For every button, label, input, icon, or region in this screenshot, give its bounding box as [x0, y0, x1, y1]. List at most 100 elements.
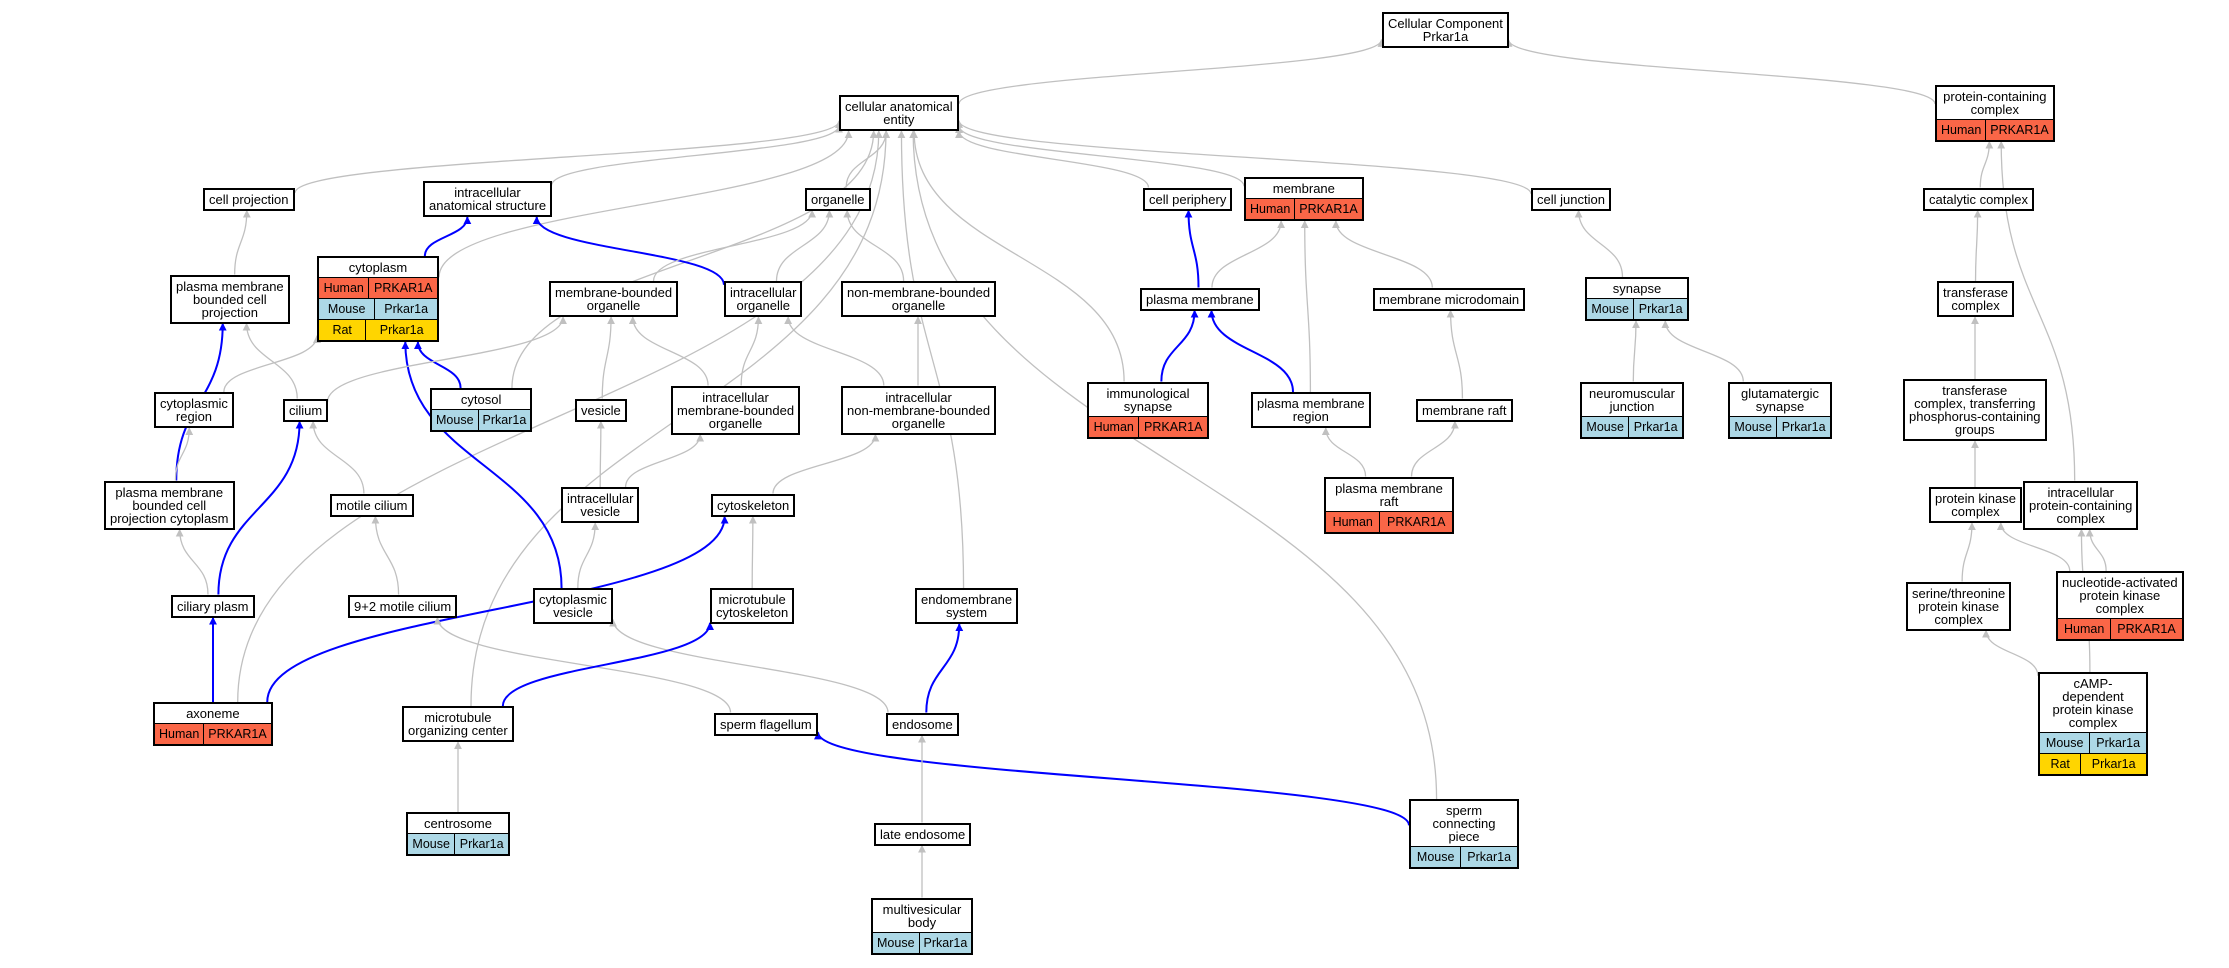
edge-intorg-to-organelle: [775, 209, 834, 282]
node-label: non-membrane-bounded organelle: [847, 285, 991, 313]
gene-name: PRKAR1A: [1387, 515, 1446, 529]
node-stpkc: serine/threonine protein kinase complex: [1906, 582, 2012, 631]
node-endosome: endosome: [886, 713, 959, 736]
species-name: Mouse: [319, 299, 376, 319]
edge-pmraft-to-pmregion: [1321, 427, 1367, 477]
gene-name: PRKAR1A: [2117, 622, 2176, 636]
node-label: late endosome: [880, 827, 966, 842]
edge-pm-to-membrane: [1211, 220, 1286, 288]
node-pm: plasma membrane: [1140, 288, 1260, 311]
species-name: Mouse: [1582, 417, 1630, 437]
edge-endomem-to-cae: [897, 130, 965, 589]
node-label: sperm connecting piece: [1432, 803, 1496, 844]
edge-nmj-to-synapse: [1632, 320, 1641, 382]
node-intorg: intracellular organelle: [724, 281, 803, 317]
edge-inmbo-to-intorg: [784, 316, 885, 386]
node-label: cell periphery: [1149, 192, 1227, 207]
node-cilium: cilium: [283, 399, 329, 422]
node-cc: Cellular Component Prkar1a: [1382, 12, 1509, 48]
node-mtcyto: microtubule cytoskeleton: [710, 588, 795, 624]
node-label: membrane raft: [1422, 403, 1507, 418]
edge-organelle-to-cae: [845, 130, 891, 188]
edge-pmbcpc-to-cytoreg: [174, 427, 194, 481]
gene-name: Prkar1a: [2096, 736, 2141, 750]
edge-pmregion-to-membrane: [1300, 220, 1312, 393]
node-label: intracellular non-membrane-bounded organ…: [847, 390, 991, 431]
edge-pmbcp-to-cellproj: [234, 209, 251, 275]
species-name: Mouse: [873, 933, 920, 953]
node-label: glutamatergic synapse: [1740, 386, 1820, 414]
species-name: Mouse: [408, 834, 456, 854]
node-label: cell junction: [1537, 192, 1605, 207]
node-motile: motile cilium: [330, 494, 414, 517]
gene-name: Prkar1a: [1638, 302, 1683, 316]
node-label: cell projection: [209, 192, 289, 207]
edge-mtoc-to-mtcyto: [501, 622, 714, 707]
species-name: Human: [2058, 619, 2112, 639]
node-celljunc: cell junction: [1531, 188, 1611, 211]
edge-immsyn-to-pm: [1160, 309, 1199, 382]
gene-name: Prkar1a: [1633, 420, 1678, 434]
node-label: endomembrane system: [921, 592, 1013, 620]
edge-napkc-to-pkc: [1996, 522, 2071, 572]
node-pmregion: plasma membrane region: [1251, 392, 1371, 428]
gene-name: PRKAR1A: [374, 281, 433, 295]
edge-intorg-to-ias: [532, 216, 725, 286]
node-label: catalytic complex: [1929, 192, 2028, 207]
edge-spermflag-to-motile92: [433, 616, 732, 713]
node-imbo: intracellular membrane-bounded organelle: [671, 386, 801, 435]
node-label: plasma membrane bounded cell projection: [176, 279, 284, 320]
node-label: nucleotide-activated protein kinase comp…: [2062, 575, 2178, 616]
node-label: intracellular anatomical structure: [429, 185, 547, 213]
node-nmbo: non-membrane-bounded organelle: [841, 281, 997, 317]
node-label: multivesicular body: [882, 902, 962, 930]
gene-name: Prkar1a: [482, 413, 527, 427]
node-label: plasma membrane raft: [1335, 481, 1443, 509]
node-label: intracellular vesicle: [567, 491, 634, 519]
node-label: vesicle: [581, 403, 621, 418]
edge-cytoskel-to-inmbo: [772, 433, 880, 494]
node-label: intracellular organelle: [730, 285, 797, 313]
edge-intves-to-vesicle: [596, 420, 605, 488]
edge-glusyn-to-synapse: [1661, 320, 1744, 382]
gene-name: PRKAR1A: [1299, 202, 1358, 216]
node-ias: intracellular anatomical structure: [423, 181, 553, 217]
node-spermflag: sperm flagellum: [714, 713, 818, 736]
species-name: Mouse: [1730, 417, 1778, 437]
gene-name: Prkar1a: [923, 936, 968, 950]
node-memraft: membrane raft: [1416, 399, 1513, 422]
edge-cellper-to-cae: [955, 130, 1150, 188]
node-label: microtubule organizing center: [408, 710, 508, 738]
node-label: protein-containing complex: [1943, 89, 2047, 117]
edge-membrane-to-cae: [955, 124, 1245, 187]
node-vesicle: vesicle: [575, 399, 627, 422]
edge-cytosol-to-cae: [511, 130, 878, 389]
edge-ciliary-to-pmbcpc: [175, 528, 209, 595]
gene-name: Prkar1a: [379, 323, 424, 337]
edge-transferase-to-catalytic: [1973, 209, 1982, 282]
gene-name: Prkar1a: [459, 837, 504, 851]
edge-cytoves-to-intves: [577, 522, 600, 589]
node-label: transferase complex: [1943, 285, 2009, 313]
node-label: intracellular membrane-bounded organelle: [677, 390, 795, 431]
edge-motile-to-cilium: [309, 420, 365, 494]
species-name: Human: [319, 278, 370, 298]
node-intves: intracellular vesicle: [561, 487, 640, 523]
edge-vesicle-to-mbo: [601, 316, 616, 399]
edge-cytoreg-to-cytoplasm: [223, 334, 321, 393]
edge-endosome-to-endomem: [925, 623, 964, 713]
species-name: Mouse: [2040, 733, 2091, 753]
node-mbo: membrane-bounded organelle: [549, 281, 679, 317]
gene-name: Prkar1a: [384, 302, 429, 316]
node-cytoskel: cytoskeleton: [711, 494, 796, 517]
edge-cytoplasm-to-ias: [423, 216, 472, 257]
